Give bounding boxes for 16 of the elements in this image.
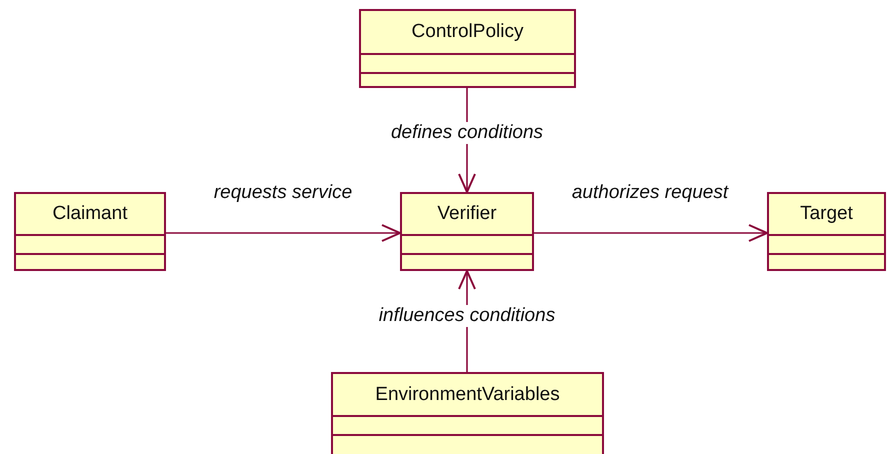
edge-label: defines conditions [388, 122, 546, 144]
class-name: ControlPolicy [412, 21, 524, 43]
class-name: Target [800, 203, 853, 225]
class-box [359, 9, 576, 88]
class-name: EnvironmentVariables [375, 384, 560, 406]
class-box [400, 192, 534, 271]
class-name: Verifier [437, 203, 497, 225]
class-name: Claimant [52, 203, 128, 225]
edge-label: requests service [212, 182, 354, 204]
class-box [331, 372, 604, 454]
class-box [767, 192, 886, 271]
class-box [14, 192, 166, 271]
edge-label: influences conditions [376, 305, 558, 327]
edge-label: authorizes request [570, 182, 730, 204]
association-arrow [534, 224, 768, 242]
association-arrow [166, 224, 401, 242]
